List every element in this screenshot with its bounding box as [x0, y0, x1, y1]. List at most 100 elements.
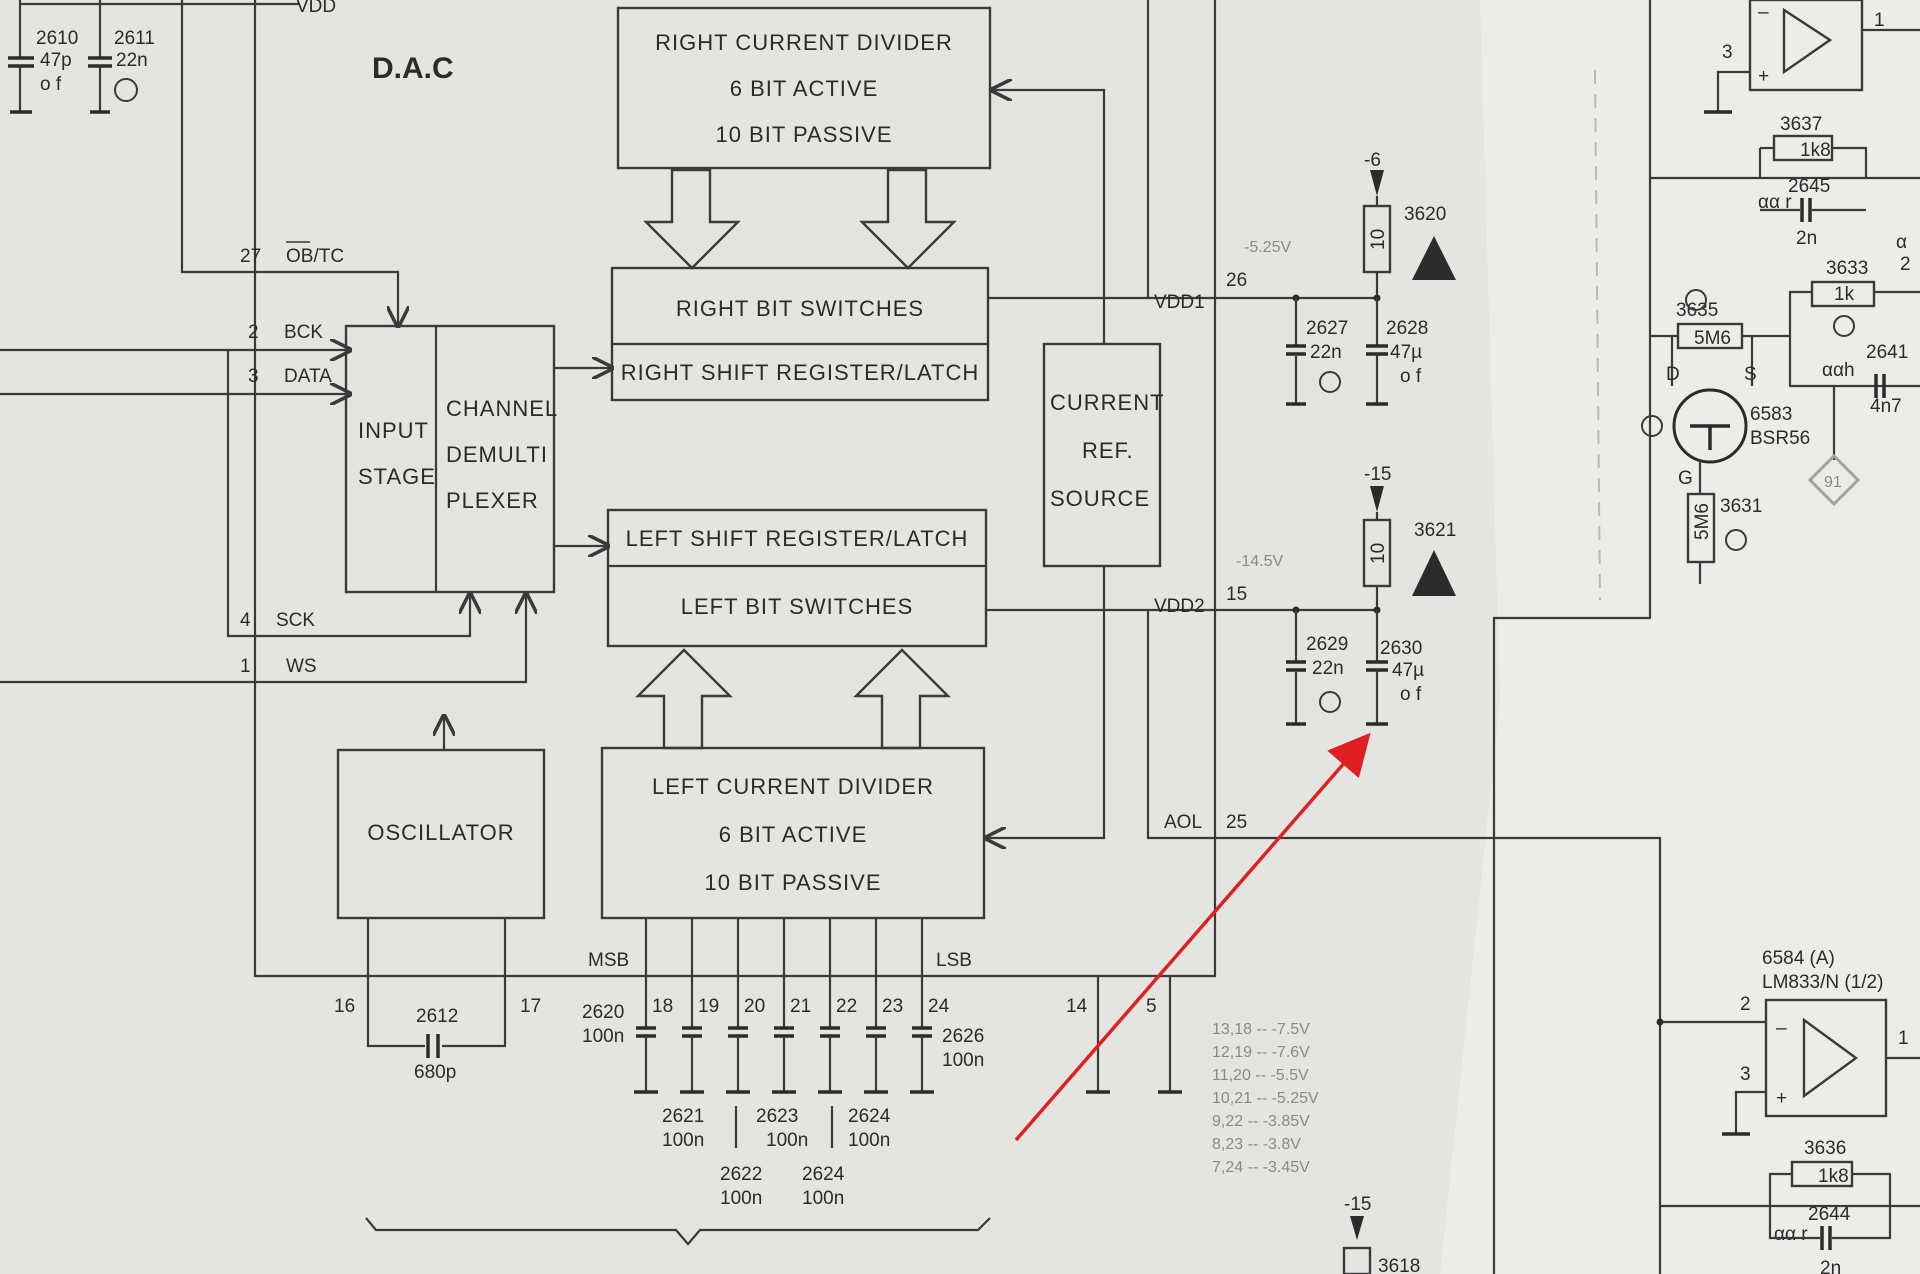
svg-text:20: 20 [744, 996, 765, 1017]
svg-text:!: ! [1431, 254, 1439, 281]
svg-text:2611: 2611 [114, 28, 155, 49]
svg-text:2628: 2628 [1386, 318, 1428, 339]
svg-text:2612: 2612 [416, 1006, 458, 1027]
diagram-title: D.A.C [372, 52, 454, 85]
capacitor-2610: 2610 47p o f [8, 0, 78, 114]
svg-text:2626: 2626 [942, 1026, 984, 1047]
svg-text:5M6: 5M6 [1694, 328, 1731, 349]
feedback-network-top: 3637 1k8 2645 2n αα r α 2 [1650, 114, 1920, 275]
opamp-top: – + 3 1 [1704, 0, 1920, 114]
svg-text:22n: 22n [1312, 658, 1344, 679]
svg-text:1k8: 1k8 [1818, 1166, 1849, 1187]
svg-text:6583: 6583 [1750, 404, 1792, 425]
svg-text:STAGE: STAGE [358, 464, 436, 489]
red-annotation-arrow [1014, 732, 1371, 1142]
svg-text:2629: 2629 [1306, 634, 1348, 655]
oscillator-capacitor-2612: 16 17 2612 680p [334, 918, 541, 1083]
svg-text:2: 2 [1740, 994, 1751, 1015]
svg-text:3618: 3618 [1378, 1256, 1420, 1274]
svg-text:MSB: MSB [588, 950, 629, 971]
svg-text:6584 (A): 6584 (A) [1762, 948, 1835, 969]
svg-text:LSB: LSB [936, 950, 972, 971]
svg-text:6 BIT ACTIVE: 6 BIT ACTIVE [730, 76, 879, 101]
svg-text:47µ: 47µ [1392, 660, 1424, 681]
svg-text:RIGHT CURRENT DIVIDER: RIGHT CURRENT DIVIDER [655, 30, 953, 55]
right-current-divider-block: RIGHT CURRENT DIVIDER 6 BIT ACTIVE 10 BI… [616, 6, 992, 170]
svg-text:ααh: ααh [1822, 360, 1855, 381]
pin-15-number: 15 [1226, 584, 1247, 605]
svg-text:PLEXER: PLEXER [446, 488, 539, 513]
svg-text:2n: 2n [1820, 1258, 1841, 1274]
svg-text:2620: 2620 [582, 1002, 624, 1023]
voltage-row: 11,20 -- -5.5V [1212, 1067, 1309, 1084]
voltage-row: 13,18 -- -7.5V [1212, 1021, 1310, 1038]
svg-text:o f: o f [40, 74, 62, 95]
svg-text:2n: 2n [1796, 228, 1817, 249]
left-bit-switches-block: LEFT SHIFT REGISTER/LATCH LEFT BIT SWITC… [606, 508, 988, 648]
pin-26-number: 26 [1226, 270, 1247, 291]
svg-text:-15: -15 [1344, 1194, 1371, 1215]
svg-text:CURRENT: CURRENT [1050, 390, 1165, 415]
svg-text:LEFT SHIFT REGISTER/LATCH: LEFT SHIFT REGISTER/LATCH [626, 526, 969, 551]
svg-text:!: ! [1431, 569, 1439, 596]
svg-text:2624: 2624 [848, 1106, 891, 1127]
input-stage-block: INPUT STAGE CHANNEL DEMULTI PLEXER [344, 324, 558, 594]
svg-text:22n: 22n [1310, 342, 1342, 363]
svg-text:3637: 3637 [1780, 114, 1822, 135]
svg-text:REF.: REF. [1082, 438, 1134, 463]
svg-text:680p: 680p [414, 1062, 456, 1083]
svg-text:3: 3 [1722, 42, 1733, 63]
svg-text:4n7: 4n7 [1870, 396, 1902, 417]
pin-27-number: 27 [240, 246, 261, 267]
current-ref-source-block: CURRENT REF. SOURCE [1042, 342, 1165, 568]
voltage-row: 10,21 -- -5.25V [1212, 1090, 1319, 1107]
pin-vdd1-label: VDD1 [1154, 292, 1205, 313]
capacitor-2611: 2611 22n [88, 0, 155, 114]
svg-text:D: D [1666, 364, 1680, 385]
svg-text:+: + [1776, 1088, 1787, 1109]
opamp-6584: 6584 (A) LM833/N (1/2) – + 2 3 1 [1656, 948, 1920, 1136]
svg-text:αα r: αα r [1774, 1224, 1808, 1245]
svg-text:-6: -6 [1364, 150, 1381, 171]
capacitor-bank: MSB LSB 18 19 20 21 22 23 24 2620 100n 2… [365, 918, 991, 1246]
svg-text:100n: 100n [802, 1188, 844, 1209]
svg-text:2622: 2622 [720, 1164, 762, 1185]
pin-1-number: 1 [240, 656, 251, 677]
svg-text:RIGHT BIT SWITCHES: RIGHT BIT SWITCHES [676, 296, 924, 321]
pin-bck-label: BCK [284, 322, 323, 343]
svg-text:3633: 3633 [1826, 258, 1868, 279]
svg-text:17: 17 [520, 996, 541, 1017]
svg-text:2644: 2644 [1808, 1204, 1851, 1225]
vdd1-decoupling: -6 10 3620 ! 2627 22n 2628 47µ o f [1286, 150, 1456, 406]
svg-text:RIGHT SHIFT REGISTER/LATCH: RIGHT SHIFT REGISTER/LATCH [621, 360, 979, 385]
svg-text:18: 18 [652, 996, 673, 1017]
voltage-row: 9,22 -- -3.85V [1212, 1113, 1310, 1130]
svg-text:LEFT CURRENT DIVIDER: LEFT CURRENT DIVIDER [652, 774, 934, 799]
svg-text:2645: 2645 [1788, 176, 1830, 197]
svg-text:o f: o f [1400, 366, 1422, 387]
svg-text:INPUT: INPUT [358, 418, 429, 443]
svg-text:CHANNEL: CHANNEL [446, 396, 558, 421]
svg-text:3631: 3631 [1720, 496, 1762, 517]
svg-text:+: + [1758, 66, 1769, 87]
ground-pins-14-5: 14 5 [1066, 976, 1182, 1094]
svg-text:G: G [1678, 468, 1693, 489]
svg-text:10: 10 [1368, 229, 1389, 250]
svg-text:2621: 2621 [662, 1106, 704, 1127]
svg-text:1k: 1k [1834, 284, 1855, 305]
svg-text:10: 10 [1368, 543, 1389, 564]
svg-text:5: 5 [1146, 996, 1157, 1017]
svg-text:100n: 100n [662, 1130, 704, 1151]
feedback-network-bottom: 3636 1k8 2644 αα r 2n [1660, 1138, 1920, 1274]
svg-text:BSR56: BSR56 [1750, 428, 1810, 449]
svg-text:–: – [1758, 2, 1769, 23]
svg-text:2624: 2624 [802, 1164, 845, 1185]
svg-text:2: 2 [1900, 254, 1911, 275]
svg-text:1k8: 1k8 [1800, 140, 1831, 161]
svg-text:2623: 2623 [756, 1106, 798, 1127]
svg-text:19: 19 [698, 996, 719, 1017]
svg-text:2641: 2641 [1866, 342, 1908, 363]
